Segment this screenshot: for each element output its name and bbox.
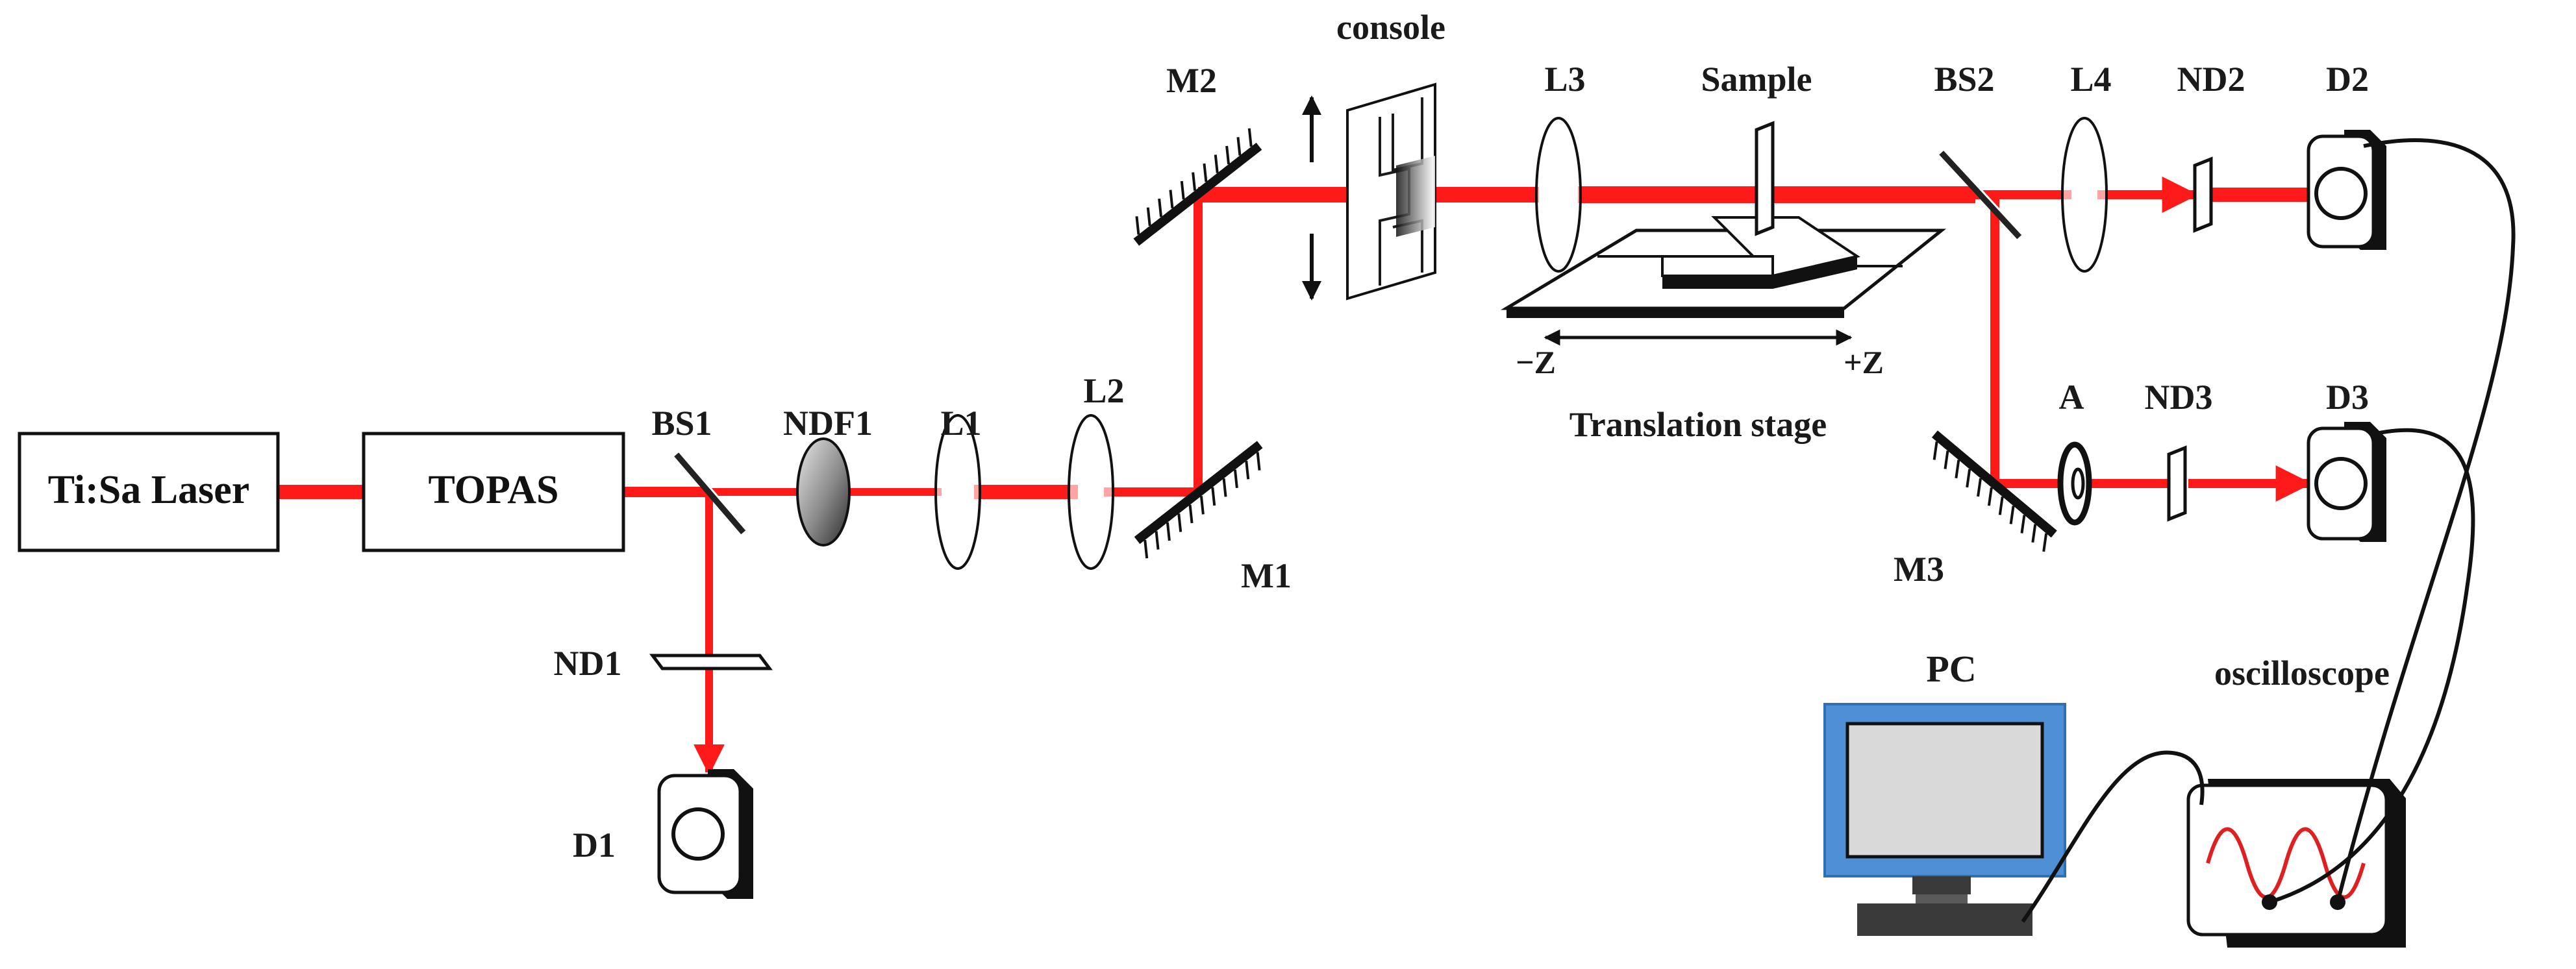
pc-label: PC: [1926, 648, 1976, 690]
a-label: A: [2059, 378, 2084, 417]
sample-label: Sample: [1701, 60, 1812, 99]
m2-label: M2: [1166, 61, 1217, 100]
signal-cables: [2021, 138, 2516, 923]
minus-z-label: −Z: [1516, 344, 1556, 380]
l4-label: L4: [2070, 60, 2111, 99]
oscilloscope-icon: [2186, 779, 2406, 948]
lens-icon: [1535, 117, 1582, 273]
m3-label: M3: [1894, 550, 1944, 589]
oscilloscope-label: oscilloscope: [2214, 654, 2390, 693]
bs2-label: BS2: [1934, 60, 1994, 99]
hatched-mirror-icon: [1931, 430, 2057, 552]
topas-label: TOPAS: [429, 468, 559, 512]
hatched-mirror-icon: [1134, 441, 1263, 559]
beam-splitter-icon: [674, 451, 747, 535]
nd3-label: ND3: [2145, 378, 2213, 417]
ti-sa-laser-box: Ti:Sa Laser: [18, 432, 280, 552]
nd1-label: ND1: [554, 644, 622, 683]
hatched-mirror-icon: [1133, 128, 1262, 246]
console-delay-stage: [1346, 82, 1436, 301]
d3-label: D3: [2326, 378, 2369, 417]
bs1-label: BS1: [651, 404, 712, 443]
computer-monitor-icon: [1823, 703, 2066, 936]
photodetector-icon: [2307, 130, 2386, 250]
l1-label: L1: [940, 404, 981, 443]
photodetector-icon: [657, 769, 753, 899]
neutral-density-filter-icon: [2193, 156, 2213, 233]
cable-d3-to-scope: [2269, 428, 2475, 904]
l3-label: L3: [1544, 60, 1585, 99]
lens-icon: [1068, 414, 1114, 570]
neutral-density-filter-icon: [649, 654, 773, 670]
topas-box: TOPAS: [362, 432, 625, 552]
beam-splitter-icon: [1939, 149, 2023, 239]
plus-z-label: +Z: [1844, 344, 1884, 380]
ti-sa-laser-label: Ti:Sa Laser: [48, 468, 250, 512]
translation-stage-label: Translation stage: [1569, 405, 1827, 444]
console-label: console: [1336, 8, 1445, 47]
cable-d2-to-scope: [2336, 138, 2516, 903]
ndf1-label: NDF1: [783, 404, 873, 443]
sample-plate: [1755, 121, 1775, 236]
lens-icon: [934, 414, 981, 570]
lens-icon: [2061, 117, 2108, 273]
l2-label: L2: [1083, 371, 1124, 410]
d1-label: D1: [573, 826, 616, 865]
translation-stage: [1500, 216, 1947, 318]
nd2-label: ND2: [2177, 60, 2245, 99]
m1-label: M1: [1241, 556, 1292, 595]
d2-label: D2: [2326, 60, 2369, 99]
photodetector-icon: [2307, 422, 2386, 542]
neutral-density-filter-icon: [796, 437, 851, 546]
neutral-density-filter-icon: [2167, 445, 2187, 522]
aperture-icon: [2057, 441, 2092, 526]
cable-pc-to-scope: [2021, 750, 2205, 923]
